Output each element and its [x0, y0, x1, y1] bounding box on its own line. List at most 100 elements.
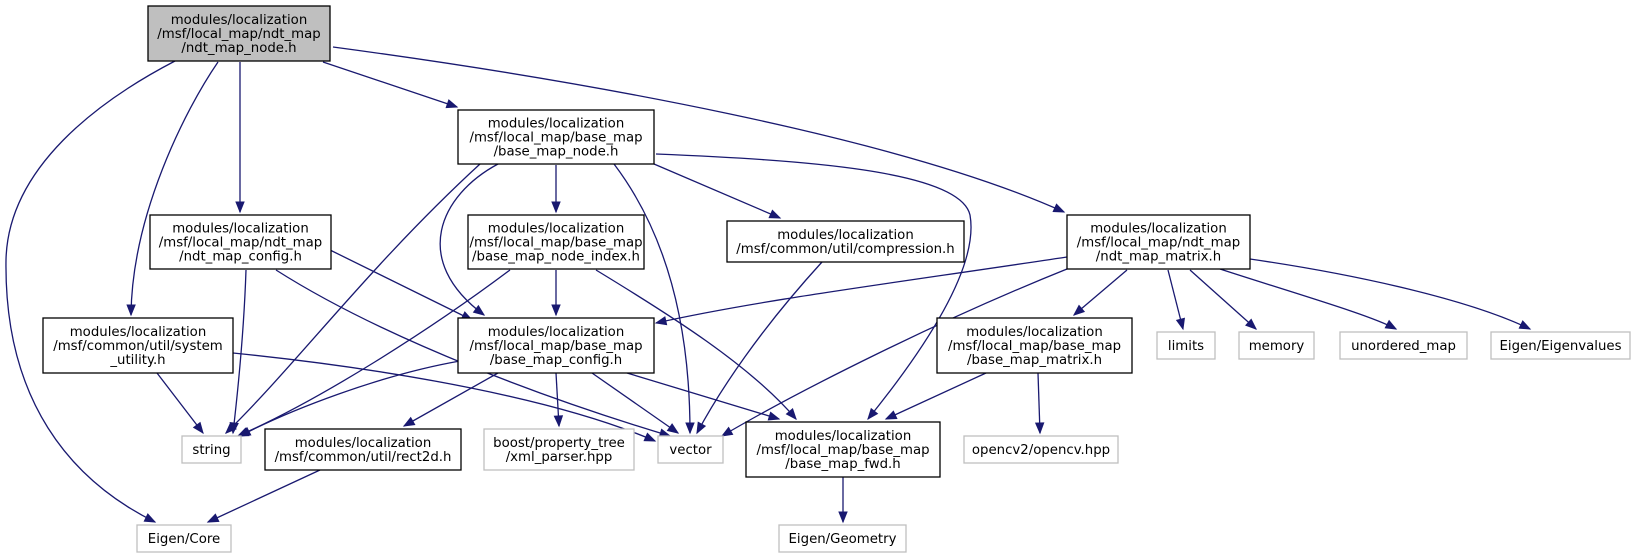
- include-edge-n5-n10: [1189, 269, 1258, 330]
- node-label: Eigen/Geometry: [789, 532, 897, 547]
- node-label: modules/localization: [488, 222, 625, 237]
- include-edge-n14-n19: [206, 469, 321, 523]
- node-box[interactable]: [745, 421, 941, 478]
- node-n3[interactable]: modules/localization/msf/local_map/base_…: [467, 214, 645, 270]
- arrowhead: [767, 411, 781, 421]
- node-box[interactable]: [1490, 331, 1631, 360]
- node-label: /msf/local_map/base_map: [756, 443, 929, 458]
- node-box[interactable]: [136, 524, 232, 553]
- edge-line: [130, 61, 219, 316]
- edge-line: [332, 46, 1065, 213]
- edge-line: [613, 163, 691, 434]
- include-edge-n7-n14: [402, 372, 499, 427]
- node-n13[interactable]: string: [181, 435, 242, 464]
- arrowhead: [402, 416, 416, 427]
- node-n17[interactable]: modules/localization/msf/local_map/base_…: [745, 421, 941, 478]
- node-box[interactable]: [147, 5, 331, 62]
- node-box[interactable]: [467, 214, 645, 270]
- node-n8[interactable]: modules/localization/msf/local_map/base_…: [936, 317, 1133, 374]
- node-n11[interactable]: unordered_map: [1339, 331, 1468, 360]
- node-n1[interactable]: modules/localization/msf/local_map/base_…: [457, 109, 655, 165]
- edge-line: [1219, 268, 1397, 330]
- node-n9[interactable]: limits: [1156, 331, 1216, 360]
- include-edge-n6-n13: [156, 372, 204, 435]
- node-n5[interactable]: modules/localization/msf/local_map/ndt_m…: [1066, 214, 1251, 270]
- include-edge-n8-n17: [884, 372, 987, 420]
- node-n4[interactable]: modules/localization/msf/common/util/com…: [726, 220, 965, 263]
- node-box[interactable]: [778, 524, 907, 553]
- node-label: modules/localization: [966, 325, 1103, 340]
- node-n0[interactable]: modules/localization/msf/local_map/ndt_m…: [147, 5, 331, 62]
- node-label: modules/localization: [488, 325, 625, 340]
- include-edge-n1-n4: [653, 163, 782, 219]
- arrowhead: [666, 423, 680, 434]
- node-label: unordered_map: [1351, 339, 1456, 354]
- node-box[interactable]: [457, 317, 655, 374]
- node-box[interactable]: [483, 428, 635, 471]
- node-n16[interactable]: vector: [657, 435, 724, 464]
- node-n7[interactable]: modules/localization/msf/local_map/base_…: [457, 317, 655, 374]
- edge-line: [207, 469, 321, 523]
- include-edge-n17-n20: [838, 477, 848, 524]
- node-label: /msf/local_map/base_map: [469, 131, 642, 146]
- edge-line: [595, 269, 797, 420]
- node-box[interactable]: [1339, 331, 1468, 360]
- node-box[interactable]: [963, 435, 1119, 464]
- include-edge-n7-n15: [553, 372, 564, 428]
- node-n12[interactable]: Eigen/Eigenvalues: [1490, 331, 1631, 360]
- edge-line: [439, 163, 499, 316]
- edge-line: [696, 261, 823, 434]
- node-n14[interactable]: modules/localization/msf/common/util/rec…: [264, 428, 462, 471]
- edge-line: [403, 372, 499, 427]
- node-box[interactable]: [457, 109, 655, 165]
- node-label: modules/localization: [295, 436, 432, 451]
- node-box[interactable]: [657, 435, 724, 464]
- node-n18[interactable]: opencv2/opencv.hpp: [963, 435, 1119, 464]
- edge-line: [655, 256, 1068, 324]
- node-box[interactable]: [1156, 331, 1216, 360]
- node-label: opencv2/opencv.hpp: [972, 443, 1110, 458]
- node-box[interactable]: [42, 317, 234, 374]
- node-box[interactable]: [936, 317, 1133, 374]
- arrowhead: [126, 304, 136, 317]
- node-label: memory: [1249, 339, 1305, 354]
- nodes-layer: modules/localization/msf/local_map/ndt_m…: [42, 5, 1631, 553]
- arrowhead: [643, 432, 657, 442]
- node-n19[interactable]: Eigen/Core: [136, 524, 232, 553]
- node-label: modules/localization: [488, 117, 625, 132]
- node-box[interactable]: [1238, 331, 1315, 360]
- include-edge-n4-n16: [696, 261, 823, 435]
- node-box[interactable]: [726, 220, 965, 263]
- node-box[interactable]: [149, 214, 332, 270]
- include-edge-n5-n12: [1249, 258, 1532, 330]
- node-label: /msf/local_map/ndt_map: [159, 236, 322, 251]
- node-box[interactable]: [1066, 214, 1251, 270]
- include-edge-n2-n13: [229, 269, 247, 435]
- node-label: /base_map_fwd.h: [785, 457, 900, 472]
- node-label: string: [192, 443, 230, 458]
- node-label: /msf/common/util/rect2d.h: [275, 450, 452, 465]
- edge-line: [653, 163, 781, 219]
- node-label: /base_map_matrix.h: [967, 353, 1102, 368]
- include-edge-n0-n2: [235, 62, 245, 214]
- node-box[interactable]: [181, 435, 242, 464]
- arrowhead: [884, 410, 898, 420]
- node-n6[interactable]: modules/localization/msf/common/util/sys…: [42, 317, 234, 374]
- node-label: modules/localization: [172, 222, 309, 237]
- node-label: /msf/local_map/base_map: [469, 339, 642, 354]
- arrowhead: [785, 407, 797, 421]
- edge-line: [885, 372, 987, 420]
- edge-line: [5, 60, 176, 523]
- node-label: modules/localization: [171, 13, 308, 28]
- node-n20[interactable]: Eigen/Geometry: [778, 524, 907, 553]
- node-box[interactable]: [264, 428, 462, 471]
- include-edge-n3-n17: [595, 269, 797, 421]
- arrowhead: [235, 201, 245, 214]
- arrowhead: [685, 422, 695, 435]
- node-n15[interactable]: boost/property_tree/xml_parser.hpp: [483, 428, 635, 471]
- include-edge-n0-n6: [126, 61, 219, 317]
- node-n10[interactable]: memory: [1238, 331, 1315, 360]
- edge-line: [156, 372, 204, 434]
- node-label: /msf/common/util/system: [53, 339, 223, 354]
- node-n2[interactable]: modules/localization/msf/local_map/ndt_m…: [149, 214, 332, 270]
